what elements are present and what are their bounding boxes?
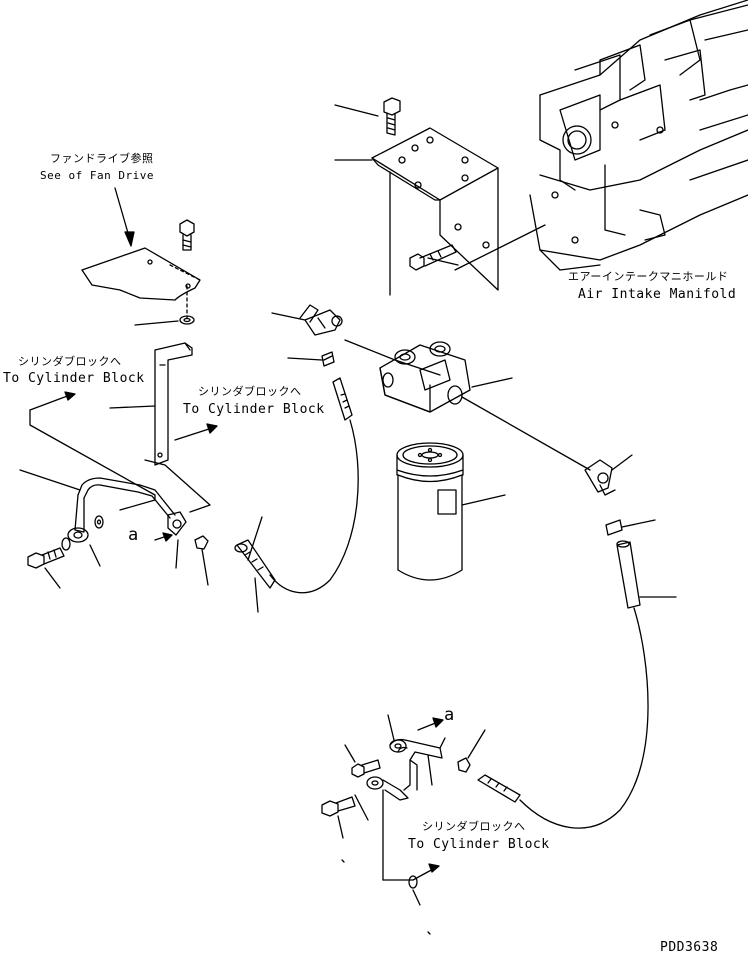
connector-line — [461, 396, 591, 471]
leader-line — [44, 567, 61, 589]
eye-joint-a-bottom — [417, 717, 444, 731]
bottom-bolt-2 — [321, 796, 356, 817]
eye-joint-a — [154, 532, 173, 542]
cyl-arrow-bottom — [412, 863, 440, 881]
leader-line — [354, 794, 369, 821]
filter-mounting-bracket — [371, 127, 499, 296]
washer-bottom — [408, 875, 418, 889]
leader-line — [344, 744, 356, 763]
manifold-label-jp: エアーインテークマニホールド — [568, 270, 729, 283]
fan-bolt — [179, 219, 195, 251]
leader-line — [109, 405, 156, 409]
air-intake-manifold — [529, 0, 748, 271]
leader-line — [467, 729, 486, 759]
bracket-bolt — [409, 244, 457, 271]
cyl-block-bottom-jp: シリンダブロックへ — [422, 820, 526, 833]
leader-line — [134, 320, 179, 326]
hose-right — [519, 540, 649, 829]
elbow-fitting-right — [584, 459, 616, 496]
callout-a-bottom: a — [444, 705, 455, 725]
cyl-block-mid-jp: シリンダブロックへ — [198, 385, 302, 398]
leader-line — [337, 815, 344, 839]
fan-drive-label-en: See of Fan Drive — [40, 169, 154, 182]
manifold-label-en: Air Intake Manifold — [578, 287, 737, 302]
cyl-block-left-jp: シリンダブロックへ — [18, 355, 122, 368]
hose-left — [269, 377, 359, 594]
cylinder-block-outline — [29, 391, 211, 513]
left-bolt — [27, 547, 65, 569]
elbow-fitting-left — [299, 304, 343, 336]
leader-line — [461, 494, 506, 506]
support-bracket — [154, 342, 193, 466]
leader-line — [611, 454, 633, 471]
leader-line — [287, 357, 323, 361]
fan-drive-cover — [81, 247, 201, 319]
washer — [179, 315, 195, 325]
fan-drive-arrow — [114, 187, 135, 247]
filter-head — [379, 341, 471, 413]
callout-a-left: a — [128, 525, 139, 545]
cyl-arrow-mid — [174, 423, 218, 441]
filter-cartridge — [396, 442, 464, 581]
leader-line — [412, 889, 421, 906]
hose-fitting-left — [234, 539, 276, 589]
cyl-block-left-en: To Cylinder Block — [3, 371, 145, 386]
leader-line — [19, 469, 81, 491]
top-bolt — [383, 97, 401, 136]
leader-line — [387, 714, 395, 741]
leader-line — [254, 577, 259, 613]
leader-line — [334, 104, 379, 117]
leader-line — [175, 539, 179, 569]
leader-line — [201, 548, 209, 586]
part-code: PDD3638 — [660, 940, 719, 955]
nut-bottom — [457, 757, 471, 773]
cyl-block-mid-en: To Cylinder Block — [183, 402, 325, 417]
leader-line — [271, 312, 306, 321]
fan-drive-label-jp: ファンドライブ参照 — [50, 152, 154, 165]
tube-end-bottom — [477, 774, 521, 803]
pipe-left — [67, 477, 187, 543]
cyl-block-bottom-en: To Cylinder Block — [408, 837, 550, 852]
leader-line — [621, 519, 656, 528]
nut-small — [194, 535, 209, 550]
connector-line — [344, 339, 396, 361]
bottom-bolt-1 — [351, 759, 381, 778]
leader-line — [471, 377, 513, 388]
leader-line — [341, 859, 345, 863]
clamp-left — [321, 351, 335, 367]
leader-line — [247, 516, 263, 561]
left-washers — [61, 515, 104, 551]
leader-line — [427, 931, 431, 935]
leader-line — [427, 257, 459, 266]
leader-line — [89, 544, 101, 567]
clamp-right — [605, 519, 623, 536]
bracket-leader-line — [454, 224, 546, 271]
pipe-bottom — [366, 737, 446, 801]
